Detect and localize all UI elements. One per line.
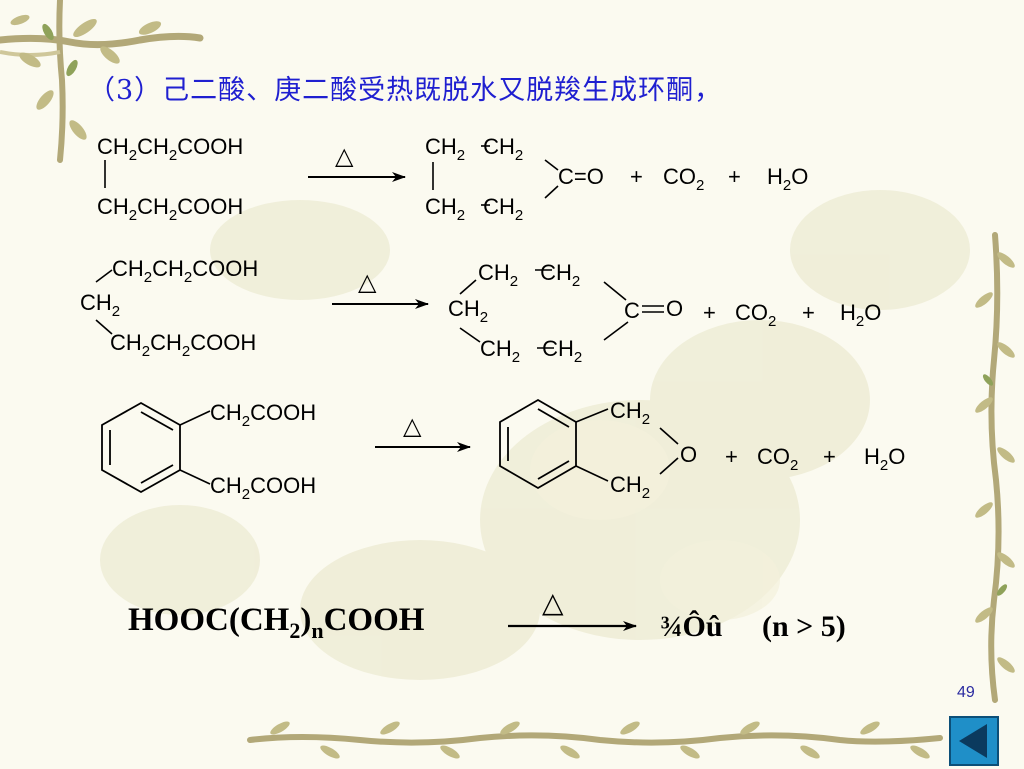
r2-carbonyl-c: C	[624, 298, 640, 323]
r3-h2o: H2O	[864, 444, 905, 474]
back-arrow-icon	[959, 724, 987, 758]
r4-heat-symbol: △	[542, 587, 564, 618]
r2-product-middle: CH2	[448, 296, 488, 326]
r2-reactant-bottom: CH2CH2COOH	[110, 330, 256, 360]
r2-ring-bond-upper-right	[603, 281, 627, 301]
r4-product: ¾Ôû	[660, 610, 723, 643]
r2-ring-bond-upper-left	[459, 279, 477, 295]
r2-h2o: H2O	[840, 300, 881, 330]
r2-co2: CO2	[735, 300, 776, 330]
r3-co2: CO2	[757, 444, 798, 474]
r3-upper-substituent-bond	[179, 410, 211, 426]
r1-lower-ring-bond	[544, 185, 559, 199]
r1-plus-1: +	[630, 164, 643, 189]
r3-product-top: CH2	[610, 398, 650, 428]
r1-reactant-top: CH2CH2COOH	[97, 134, 243, 164]
r3-heat-symbol: △	[403, 413, 422, 440]
r2-upper-chain-bond	[95, 269, 113, 283]
r2-heat-symbol: △	[358, 269, 377, 296]
r1-plus-2: +	[728, 164, 741, 189]
bottom-vine	[247, 721, 943, 759]
r3-product-upper-bond	[575, 408, 609, 423]
r4-condition: (n > 5)	[762, 610, 846, 643]
r2-reactant-middle: CH2	[80, 290, 120, 320]
r3-oxygen: O	[680, 442, 697, 467]
reaction-4: HOOC(CH2)nCOOH △ ¾Ôû (n > 5)	[128, 587, 846, 643]
r3-plus-1: +	[725, 444, 738, 469]
r2-reactant-top: CH2CH2COOH	[112, 256, 258, 286]
r3-oxygen-bond-upper	[659, 427, 679, 445]
r3-oxygen-bond-lower	[659, 457, 679, 475]
r2-ring-bond-lower-left	[459, 327, 481, 343]
r2-carbonyl-o: O	[666, 296, 683, 321]
r2-lower-chain-bond	[95, 319, 113, 335]
previous-slide-button[interactable]	[949, 716, 999, 766]
r1-upper-ring-bond	[544, 159, 559, 171]
r2-plus-2: +	[802, 300, 815, 325]
r4-reactant: HOOC(CH2)nCOOH	[128, 602, 425, 643]
slide-title: （3）己二酸、庚二酸受热既脱水又脱羧生成环酮，	[88, 75, 723, 106]
r3-benzene-ring	[101, 401, 181, 494]
r3-product-lower-bond	[575, 465, 609, 482]
r3-product-benzene-ring	[499, 398, 577, 490]
r2-plus-1: +	[703, 300, 716, 325]
r3-reactant-top: CH2COOH	[210, 400, 316, 430]
r1-reactant-bottom: CH2CH2COOH	[97, 194, 243, 224]
top-left-branch	[0, 0, 204, 163]
r1-heat-symbol: △	[335, 143, 354, 170]
r3-reactant-bottom: CH2COOH	[210, 473, 316, 503]
r3-lower-substituent-bond	[179, 469, 211, 485]
r1-h2o: H2O	[767, 164, 808, 194]
r1-carbonyl: C=O	[558, 164, 604, 189]
reaction-3: CH2COOH CH2COOH △ CH2 O CH2 + CO2 +	[101, 398, 905, 503]
r1-co2: CO2	[663, 164, 704, 194]
page-number: 49	[957, 684, 975, 701]
r3-plus-2: +	[823, 444, 836, 469]
r3-product-bottom: CH2	[610, 472, 650, 502]
right-vine	[975, 232, 1015, 703]
r2-ring-bond-lower-right	[603, 321, 629, 341]
